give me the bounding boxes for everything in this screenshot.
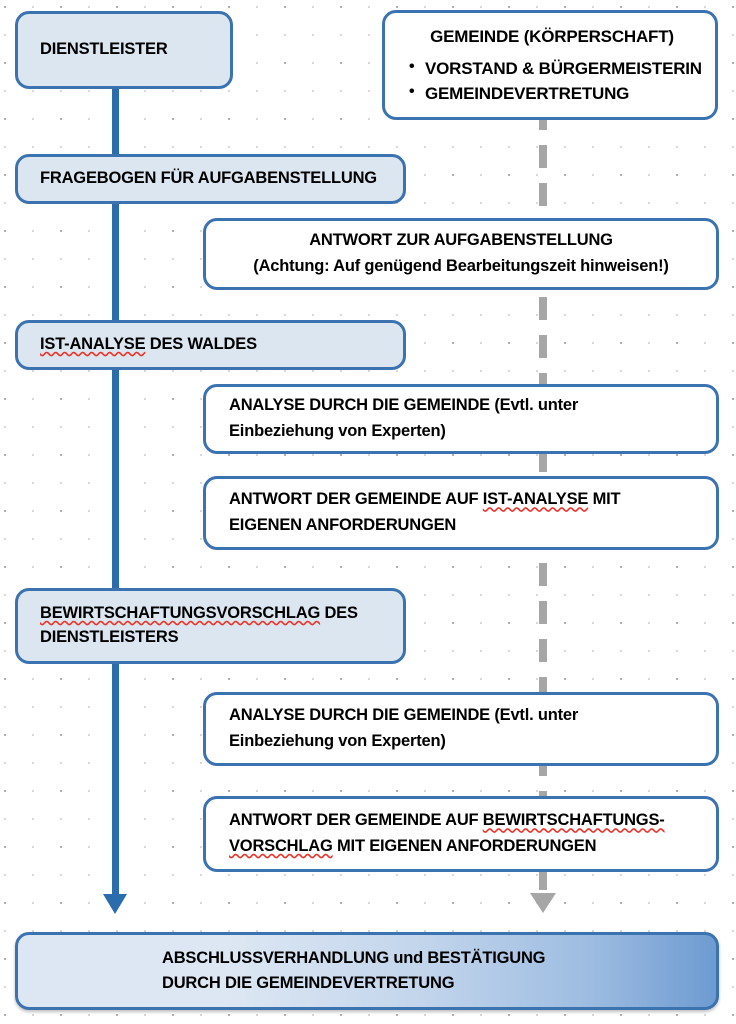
node-abschlussverhandlung[interactable]: ABSCHLUSSVERHANDLUNG und BESTÄTIGUNG DUR… [15, 932, 719, 1010]
node-bewirtschaftungsvorschlag-line-1-post: DES [320, 604, 358, 623]
connector-dienstleister-arrowhead [103, 894, 127, 914]
node-dienstleister[interactable]: DIENSTLEISTER [15, 11, 233, 89]
list-item: VORSTAND & BÜRGERMEISTERIN [409, 55, 705, 81]
node-ist-analyse[interactable]: IST-ANALYSE DES WALDES [15, 320, 406, 370]
node-analyse-gemeinde-1[interactable]: ANALYSE DURCH DIE GEMEINDE (Evtl. unter … [203, 384, 719, 454]
node-dienstleister-label: DIENSTLEISTER [40, 40, 168, 59]
node-ist-analyse-label-rest: DES WALDES [145, 335, 257, 354]
node-antwort-ist-analyse-line-1-post: MIT [588, 490, 621, 509]
node-analyse-gemeinde-2-line-2: Einbeziehung von Experten) [229, 732, 446, 750]
node-bewirtschaftungsvorschlag-line-2: DIENSTLEISTERS [40, 628, 179, 646]
node-antwort-bewirtschaftungsvorschlag-line-2-post: MIT EIGENEN ANFORDERUNGEN [332, 837, 597, 855]
node-antwort-ist-analyse-line-1-pre: ANTWORT DER GEMEINDE AUF [229, 490, 483, 509]
node-analyse-gemeinde-1-line-1: ANALYSE DURCH DIE GEMEINDE (Evtl. unter [229, 396, 579, 415]
node-antwort-bewirtschaftungsvorschlag-line-1-pre: ANTWORT DER GEMEINDE AUF [229, 811, 483, 830]
node-antwort-ist-analyse-line-2: EIGENEN ANFORDERUNGEN [229, 516, 457, 534]
node-antwort-bewirtschaftungsvorschlag-line-1: ANTWORT DER GEMEINDE AUF BEWIRTSCHAFTUNG… [229, 808, 702, 834]
node-antwort-ist-analyse[interactable]: ANTWORT DER GEMEINDE AUF IST-ANALYSE MIT… [203, 476, 719, 550]
node-antwort-aufgabenstellung-line-1: ANTWORT ZUR AUFGABENSTELLUNG [309, 231, 613, 250]
node-antwort-bewirtschaftungsvorschlag-line-2: VORSCHLAG MIT EIGENEN ANFORDERUNGEN [229, 834, 702, 860]
node-bewirtschaftungsvorschlag-line-1: BEWIRTSCHAFTUNGSVORSCHLAG DES [40, 602, 403, 626]
node-antwort-aufgabenstellung-line-2: (Achtung: Auf genügend Bearbeitungszeit … [253, 257, 669, 275]
connector-dienstleister-trunk [112, 84, 119, 894]
node-antwort-aufgabenstellung[interactable]: ANTWORT ZUR AUFGABENSTELLUNG (Achtung: A… [203, 218, 719, 290]
spellcheck-word: BEWIRTSCHAFTUNGS- [482, 811, 665, 830]
node-fragebogen-label: FRAGEBOGEN FÜR AUFGABENSTELLUNG [40, 169, 377, 188]
spellcheck-word: IST-ANALYSE [40, 335, 146, 354]
node-analyse-gemeinde-1-line-2: Einbeziehung von Experten) [229, 422, 446, 440]
node-gemeinde[interactable]: GEMEINDE (KÖRPERSCHAFT) VORSTAND & BÜRGE… [382, 10, 718, 120]
node-gemeinde-bullet-list: VORSTAND & BÜRGERMEISTERIN GEMEINDEVERTR… [399, 55, 705, 106]
spellcheck-word: VORSCHLAG [229, 837, 333, 855]
node-ist-analyse-label: IST-ANALYSE DES WALDES [40, 333, 403, 357]
node-analyse-gemeinde-2-line-1: ANALYSE DURCH DIE GEMEINDE (Evtl. unter [229, 706, 579, 725]
node-fragebogen[interactable]: FRAGEBOGEN FÜR AUFGABENSTELLUNG [15, 154, 406, 204]
node-abschlussverhandlung-line-2: DURCH DIE GEMEINDEVERTRETUNG [162, 974, 455, 992]
node-abschlussverhandlung-line-1: ABSCHLUSSVERHANDLUNG und BESTÄTIGUNG [162, 949, 546, 968]
spellcheck-word: IST-ANALYSE [482, 490, 589, 509]
node-bewirtschaftungsvorschlag[interactable]: BEWIRTSCHAFTUNGSVORSCHLAG DES DIENSTLEIS… [15, 588, 406, 664]
connector-gemeinde-arrowhead [530, 893, 556, 913]
spellcheck-word: BEWIRTSCHAFTUNGSVORSCHLAG [40, 604, 321, 623]
node-antwort-bewirtschaftungsvorschlag[interactable]: ANTWORT DER GEMEINDE AUF BEWIRTSCHAFTUNG… [203, 796, 719, 872]
node-antwort-ist-analyse-line-1: ANTWORT DER GEMEINDE AUF IST-ANALYSE MIT [229, 487, 702, 513]
node-gemeinde-title: GEMEINDE (KÖRPERSCHAFT) [430, 27, 674, 47]
node-analyse-gemeinde-2[interactable]: ANALYSE DURCH DIE GEMEINDE (Evtl. unter … [203, 692, 719, 766]
list-item: GEMEINDEVERTRETUNG [409, 80, 705, 106]
